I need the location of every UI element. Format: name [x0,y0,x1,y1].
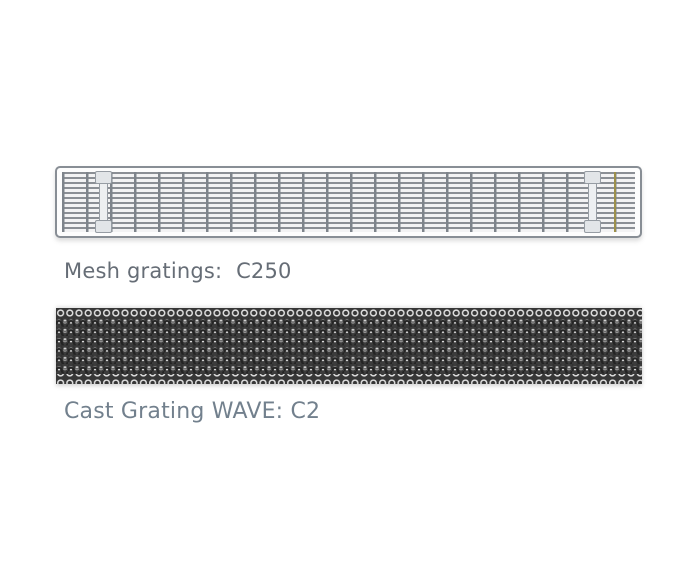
clip-tab-top [95,171,112,184]
locking-clip-left-icon [95,171,112,233]
mesh-grating-image [55,166,642,238]
wave-grating-caption: Cast Grating WAVE: C2 [64,399,321,424]
wave-grating-image [56,308,642,384]
clip-tab-bottom [95,220,112,233]
mesh-grid-pattern [62,172,635,232]
wave-texture [56,308,642,384]
yellow-seal-line [614,172,616,232]
clip-tab-bottom [584,220,601,233]
mesh-grating-caption: Mesh gratings: C250 [64,259,292,283]
locking-clip-right-icon [584,171,601,233]
clip-tab-top [584,171,601,184]
